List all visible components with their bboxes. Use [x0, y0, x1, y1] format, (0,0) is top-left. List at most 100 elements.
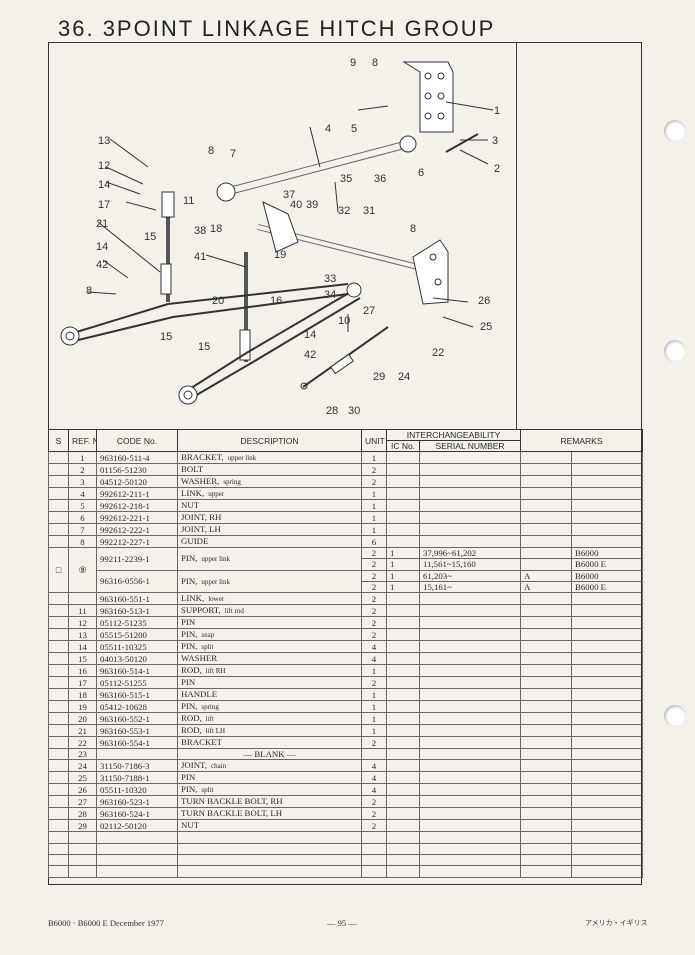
cell-remark-b: B6000 E — [570, 580, 644, 594]
cell-remark-a — [520, 487, 572, 500]
cell-s — [48, 664, 69, 678]
cell-empty — [419, 748, 521, 761]
cell-description: ROD,lift — [177, 712, 362, 726]
cell-serial — [419, 759, 521, 773]
description-text: GUIDE — [181, 536, 209, 547]
cell-code: 04512-50120 — [96, 475, 178, 488]
cell-remark-a — [520, 819, 572, 833]
cell-ref: 25 — [68, 771, 97, 785]
cell-empty — [386, 831, 420, 844]
col-description: DESCRIPTION — [177, 429, 362, 452]
cell-empty — [570, 831, 644, 844]
cell-unit: 1 — [361, 451, 387, 464]
description-detail: lift rod — [224, 607, 244, 616]
col-ic-no: IC No. — [386, 440, 420, 452]
cell-unit: 2 — [361, 628, 387, 642]
cell-serial — [419, 724, 521, 738]
cell-ref: 2 — [68, 463, 97, 476]
cell-serial — [419, 640, 521, 654]
cell-s — [48, 783, 69, 797]
cell-empty — [419, 831, 521, 844]
cell-s — [48, 759, 69, 773]
cell-s — [48, 640, 69, 654]
callout-6: 6 — [418, 167, 424, 179]
cell-s — [48, 463, 69, 476]
cell-description: BRACKET — [177, 736, 362, 750]
cell-remark-a: A — [520, 580, 572, 594]
col-code: CODE No. — [96, 429, 178, 452]
cell-empty — [419, 854, 521, 867]
cell-unit: 1 — [361, 724, 387, 738]
cell-empty — [68, 865, 97, 878]
cell-ic — [386, 535, 420, 548]
cell-remark-b — [570, 795, 644, 809]
cell-description: JOINT, RH — [177, 511, 362, 524]
cell-ref: 29 — [68, 819, 97, 833]
cell-empty — [386, 748, 420, 761]
cell-description: ROD,lift RH — [177, 664, 362, 678]
cell-empty — [386, 842, 420, 856]
table-row-empty — [48, 865, 644, 878]
description-text: BOLT — [181, 464, 204, 475]
cell-unit: 2 — [361, 676, 387, 690]
cell-remark-a — [520, 807, 572, 821]
cell-ic — [386, 604, 420, 618]
description-text: SUPPORT, — [181, 605, 221, 616]
description-text: PIN, — [181, 553, 198, 564]
description-text: ROD, — [181, 725, 202, 736]
cell-ic — [386, 487, 420, 500]
cell-code: 963160-552-1 — [96, 712, 178, 726]
cell-remark-b: B6000 — [570, 546, 644, 560]
cell-empty — [520, 865, 572, 878]
cell-empty — [570, 854, 644, 867]
cell-empty — [68, 842, 97, 856]
cell-serial: 15,161~ — [419, 580, 521, 594]
callout-32: 32 — [338, 205, 350, 217]
callout-14: 14 — [96, 241, 108, 253]
cell-description: PIN,upper link — [177, 547, 362, 571]
cell-unit: 1 — [361, 712, 387, 726]
cell-ref: 8 — [68, 535, 97, 548]
cell-serial — [419, 487, 521, 500]
cell-remark-a — [520, 783, 572, 797]
cell-remark-b — [570, 523, 644, 536]
cell-remark-b — [570, 676, 644, 690]
cell-code: 05515-51200 — [96, 628, 178, 642]
cell-ic: 1 — [386, 546, 420, 560]
description-text: TURN BACKLE BOLT, LH — [181, 808, 283, 819]
cell-empty — [361, 854, 387, 867]
callout-38: 38 — [194, 225, 206, 237]
callout-15: 15 — [144, 231, 156, 243]
cell-remark-b — [570, 640, 644, 654]
callout-20: 20 — [212, 295, 224, 307]
cell-s — [48, 475, 69, 488]
description-text: WASHER, — [181, 476, 220, 487]
cell-unit: 1 — [361, 523, 387, 536]
cell-unit: 1 — [361, 664, 387, 678]
callout-17: 17 — [98, 199, 110, 211]
cell-description: HANDLE — [177, 688, 362, 702]
col-remarks: REMARKS — [519, 429, 644, 452]
cell-empty — [570, 865, 644, 878]
cell-unit: 4 — [361, 652, 387, 666]
cell-serial — [419, 700, 521, 714]
cell-description: PIN,split — [177, 783, 362, 797]
cell-serial — [419, 523, 521, 536]
cell-ic — [386, 475, 420, 488]
callout-18: 18 — [210, 223, 222, 235]
cell-remark-b — [570, 712, 644, 726]
cell-unit: 2 — [361, 558, 387, 571]
cell-remark-a — [520, 616, 572, 630]
cell-s — [48, 736, 69, 750]
cell-ic — [386, 616, 420, 630]
cell-serial — [419, 664, 521, 678]
cell-code: 963160-554-1 — [96, 736, 178, 750]
callout-11: 11 — [183, 195, 194, 207]
cell-unit: 1 — [361, 511, 387, 524]
description-text: JOINT, RH — [181, 512, 222, 523]
cell-ic — [386, 463, 420, 476]
